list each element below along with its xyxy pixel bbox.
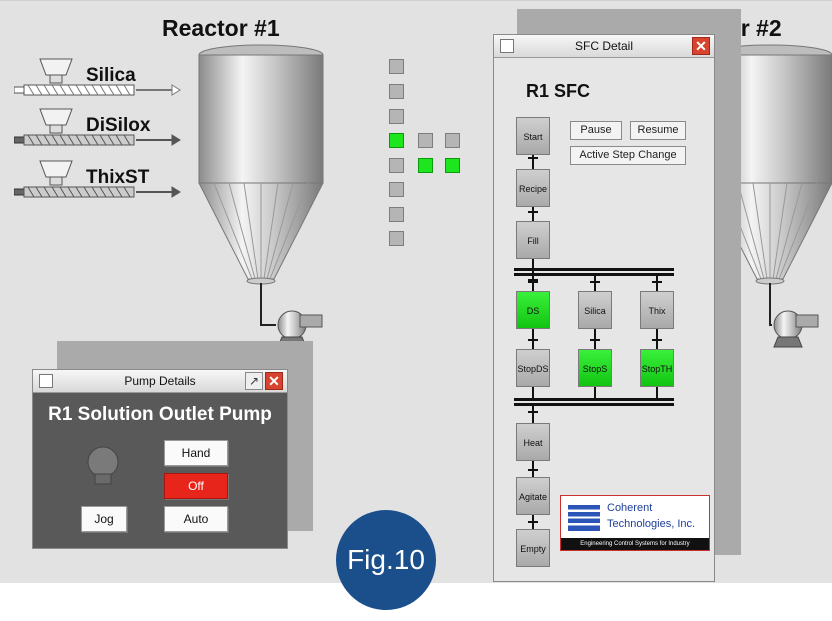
sfc-step-start[interactable]: Start [516,117,550,155]
sfc-transition [528,521,538,523]
indicator-square [389,158,404,173]
pump-details-window: Pump Details ↗ ✕ R1 Solution Outlet Pump… [32,369,288,549]
sfc-detail-window: SFC Detail ✕ R1 SFC Pause Resume Active … [493,34,715,582]
sfc-transition [528,281,538,283]
pause-button[interactable]: Pause [570,121,622,140]
indicator-square [389,59,404,74]
sfc-transition [652,281,662,283]
reactor1-title: Reactor #1 [162,15,280,41]
sfc-parallel-bar [514,403,674,406]
company-logo: Coherent Technologies, Inc. Engineering … [560,495,710,551]
feeder-thixst [13,159,184,203]
resume-button[interactable]: Resume [630,121,686,140]
sfc-window-title: SFC Detail [574,39,633,53]
sfc-step-agitate[interactable]: Agitate [516,477,550,515]
feeder-silica-icon [13,58,181,96]
feeder-silica [13,57,184,101]
pop-out-icon[interactable]: ↗ [245,372,263,390]
sfc-window-titlebar[interactable]: SFC Detail ✕ [494,35,714,58]
sfc-transition [590,339,600,341]
sfc-transition [590,281,600,283]
logo-name-line2: Technologies, Inc. [607,518,696,530]
active-step-change-button[interactable]: Active Step Change [570,146,686,165]
sfc-step-stopds[interactable]: StopDS [516,349,550,387]
hand-button[interactable]: Hand [164,440,228,466]
indicator-square-active [418,158,433,173]
sfc-transition [528,469,538,471]
sfc-step-heat[interactable]: Heat [516,423,550,461]
feeder-thixst-icon [13,160,181,198]
sfc-step-thix[interactable]: Thix [640,291,674,329]
reactor1-vessel-icon [198,44,324,348]
material-label: ThixST [86,167,150,188]
window-menu-box[interactable] [39,374,53,388]
indicator-square [389,207,404,222]
figure-badge: Fig.10 [336,510,436,610]
sfc-step-stopth[interactable]: StopTH [640,349,674,387]
sfc-step-stops[interactable]: StopS [578,349,612,387]
sfc-parallel-bar [514,398,674,401]
pump-window-title: Pump Details [124,374,196,388]
sfc-step-empty[interactable]: Empty [516,529,550,567]
indicator-square [389,231,404,246]
indicator-square [418,133,433,148]
material-label: Silica [86,65,136,86]
jog-button[interactable]: Jog [81,506,127,532]
sfc-transition [528,411,538,413]
sfc-transition [652,339,662,341]
close-icon[interactable]: ✕ [692,37,710,55]
sfc-heading: R1 SFC [526,81,591,101]
sfc-step-silica[interactable]: Silica [578,291,612,329]
auto-button[interactable]: Auto [164,506,228,532]
sfc-step-recipe[interactable]: Recipe [516,169,550,207]
logo-tagline: Engineering Control Systems for Industry [561,538,709,550]
sfc-link [656,275,658,401]
sfc-transition [528,157,538,159]
sfc-transition [528,339,538,341]
sfc-parallel-bar [514,273,674,276]
off-button[interactable]: Off [164,473,228,499]
feeder-disilox [13,107,184,151]
indicator-square [389,182,404,197]
sfc-parallel-bar [514,268,674,271]
indicator-square [389,84,404,99]
indicator-square [445,133,460,148]
sfc-link [594,275,596,401]
logo-name-line1: Coherent [607,502,653,514]
sfc-step-ds[interactable]: DS [516,291,550,329]
sfc-step-fill[interactable]: Fill [516,221,550,259]
window-menu-box[interactable] [500,39,514,53]
hmi-screen: Reactor #1 Silica DiSilox [0,0,832,583]
pump-window-titlebar[interactable]: Pump Details ↗ ✕ [33,370,287,393]
indicator-square [389,109,404,124]
sfc-link [532,275,534,401]
material-label: DiSilox [86,115,151,136]
sfc-transition [528,211,538,213]
indicator-square-active [445,158,460,173]
indicator-square-active [389,133,404,148]
logo-mark-icon [568,505,600,531]
feeder-disilox-icon [13,108,181,146]
pump-icon [87,446,119,485]
pump-heading: R1 Solution Outlet Pump [48,404,272,425]
close-icon[interactable]: ✕ [265,372,283,390]
